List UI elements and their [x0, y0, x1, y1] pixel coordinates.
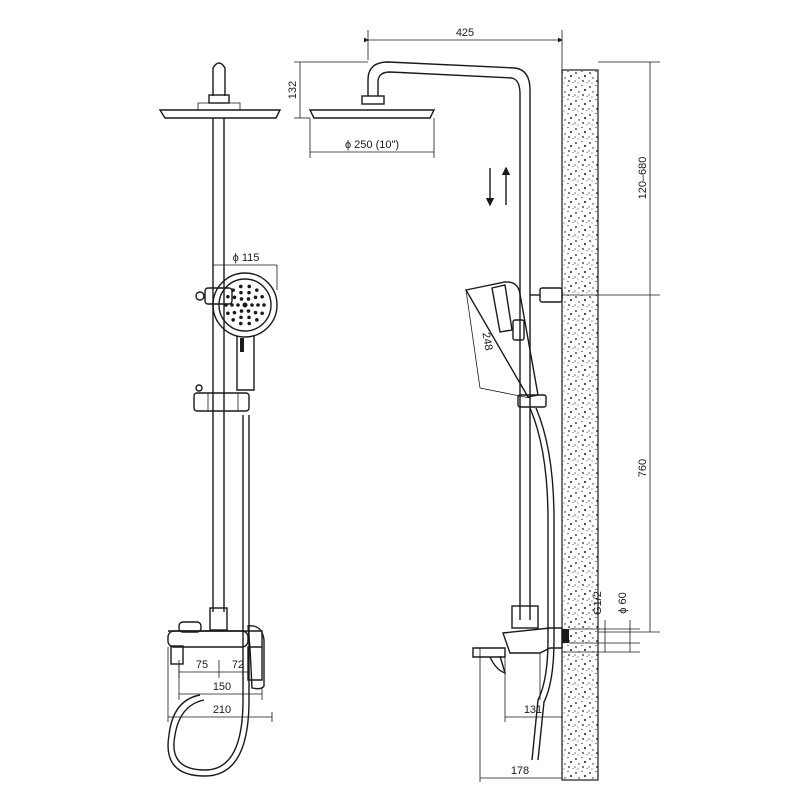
side-overhead-arm [367, 61, 531, 620]
front-top-connector [212, 62, 226, 96]
dimension-labels: 425 132 ϕ 250 (10") 120–680 ϕ 115 248 76… [196, 27, 649, 777]
dim-hand-diameter: ϕ 115 [233, 252, 260, 264]
dim-thread: G1/2 [592, 591, 604, 615]
side-view [308, 61, 599, 781]
nozzle-dot [253, 295, 258, 300]
nozzle-dot [250, 303, 254, 307]
nozzle-dot [247, 284, 252, 289]
dim-131: 131 [524, 704, 542, 716]
dim-760: 760 [637, 459, 649, 477]
side-lower-connector [511, 605, 539, 629]
hand-shower-nozzles [224, 284, 266, 326]
side-spout [472, 647, 506, 658]
nozzle-dot [246, 309, 251, 313]
front-lower-connector [209, 607, 228, 631]
nozzle-dot [232, 295, 237, 300]
dim-210: 210 [213, 704, 231, 716]
side-mixer-body [502, 627, 563, 654]
nozzle-dot [226, 294, 230, 299]
nozzle-dot [231, 288, 235, 292]
dimension-lines [167, 30, 660, 782]
dim-pipe-diameter: ϕ 60 [617, 592, 629, 613]
side-wall-bracket [539, 287, 563, 303]
nozzle-dot [238, 284, 243, 289]
front-hand-shower [212, 272, 278, 391]
dim-75: 75 [196, 659, 208, 671]
nozzle-dot [232, 310, 237, 315]
front-view [158, 62, 282, 777]
dim-150: 150 [213, 681, 231, 693]
nozzle-dot [239, 315, 243, 320]
nozzle-dot [260, 294, 264, 299]
side-head-nut [361, 95, 385, 105]
dim-248: 248 [479, 331, 494, 351]
nozzle-dot [256, 303, 260, 307]
nozzle-dot [238, 321, 243, 326]
side-hose [529, 407, 549, 761]
dim-132: 132 [287, 81, 299, 99]
front-head-nut [208, 94, 230, 104]
nozzle-dot [224, 303, 228, 307]
side-hand-shower [464, 281, 547, 408]
nozzle-dot [239, 309, 244, 313]
nozzle-dot [255, 288, 259, 292]
nozzle-dot [260, 311, 264, 316]
dim-425: 425 [456, 27, 474, 39]
nozzle-dot [247, 321, 252, 326]
front-mixer-handle [247, 625, 265, 690]
nozzle-dot [247, 315, 251, 320]
nozzle-dot [262, 303, 266, 307]
dim-head-diameter: ϕ 250 (10") [345, 139, 399, 151]
nozzle-dot [246, 297, 251, 301]
nozzle-dot [236, 303, 240, 307]
nozzle-dot [253, 310, 258, 315]
nozzle-dot [230, 303, 234, 307]
nozzle-dot [231, 318, 235, 322]
wall [561, 69, 599, 781]
nozzle-dot [255, 318, 259, 322]
side-rain-head [308, 109, 436, 119]
front-rain-head [158, 109, 282, 119]
dim-120-680: 120–680 [637, 157, 649, 200]
dim-178: 178 [511, 765, 529, 777]
nozzle-dot [226, 311, 230, 316]
front-slider [193, 392, 250, 412]
front-hose [173, 415, 244, 771]
front-mixer-body [168, 630, 263, 681]
nozzle-dot [242, 302, 248, 308]
nozzle-dot [239, 290, 243, 295]
dim-72: 72 [232, 659, 244, 671]
nozzle-dot [247, 290, 251, 295]
side-pipe-inlet [562, 629, 569, 643]
nozzle-dot [239, 297, 244, 301]
